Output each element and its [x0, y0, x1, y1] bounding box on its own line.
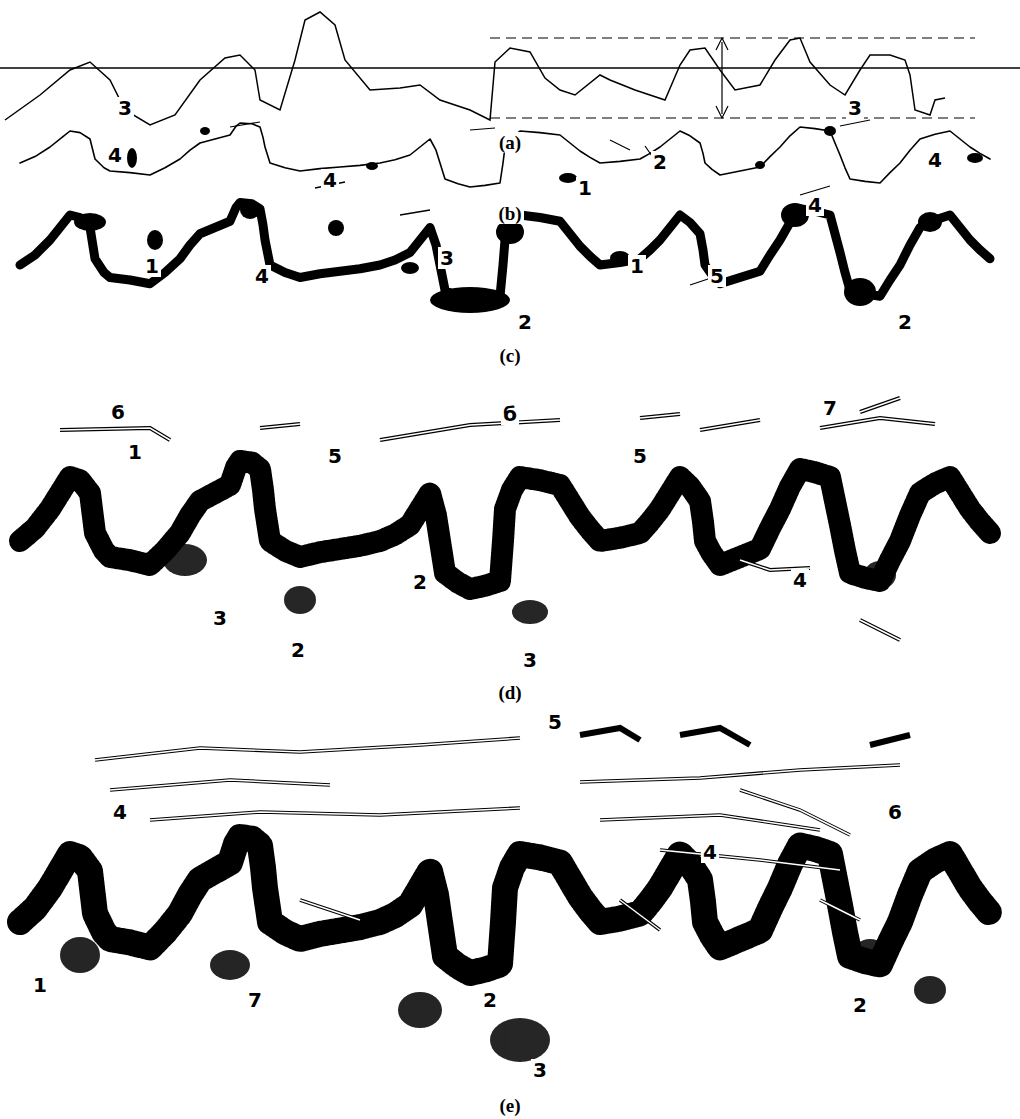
callout-number: 5: [326, 445, 344, 467]
callout-number: 6: [886, 801, 904, 823]
callout-number: 1: [126, 441, 144, 463]
callout-number: 4: [321, 169, 339, 191]
callout-number: 3: [531, 1059, 549, 1081]
callout-number: 7: [821, 397, 839, 419]
callout-number: 2: [516, 311, 534, 333]
callout-number: 3: [116, 97, 134, 119]
callout-number: 6: [109, 401, 127, 423]
callout-number: 5: [708, 265, 726, 287]
callout-number: 2: [896, 311, 914, 333]
callout-number: 4: [253, 265, 271, 287]
callout-number: 2: [411, 571, 429, 593]
callout-number: 3: [438, 247, 456, 269]
callout-number: 1: [576, 177, 594, 199]
callout-number: 1: [31, 974, 49, 996]
panel-caption: (c): [497, 345, 522, 366]
callout-number: 3: [846, 97, 864, 119]
callout-number: 4: [791, 569, 809, 591]
callout-number: 2: [481, 989, 499, 1011]
callout-number: 4: [111, 801, 129, 823]
callout-number: 5: [546, 711, 564, 733]
panel-caption: (d): [496, 682, 523, 703]
callout-number: 4: [926, 149, 944, 171]
panel-caption: (e): [497, 1095, 522, 1116]
callout-number: 5: [631, 445, 649, 467]
callout-number: б: [501, 403, 519, 425]
callout-number: 2: [851, 994, 869, 1016]
panel-caption: (b): [496, 203, 523, 224]
panel-caption: (a): [497, 132, 523, 153]
callout-number: 4: [806, 194, 824, 216]
callout-number: 4: [106, 144, 124, 166]
callout-number: 3: [211, 607, 229, 629]
callout-number: 3: [521, 649, 539, 671]
callout-number: 1: [628, 255, 646, 277]
callout-number: 1: [143, 255, 161, 277]
callout-number: 7: [246, 989, 264, 1011]
callout-number: 2: [651, 151, 669, 173]
callout-number: 4: [701, 841, 719, 863]
callout-number: 2: [289, 639, 307, 661]
